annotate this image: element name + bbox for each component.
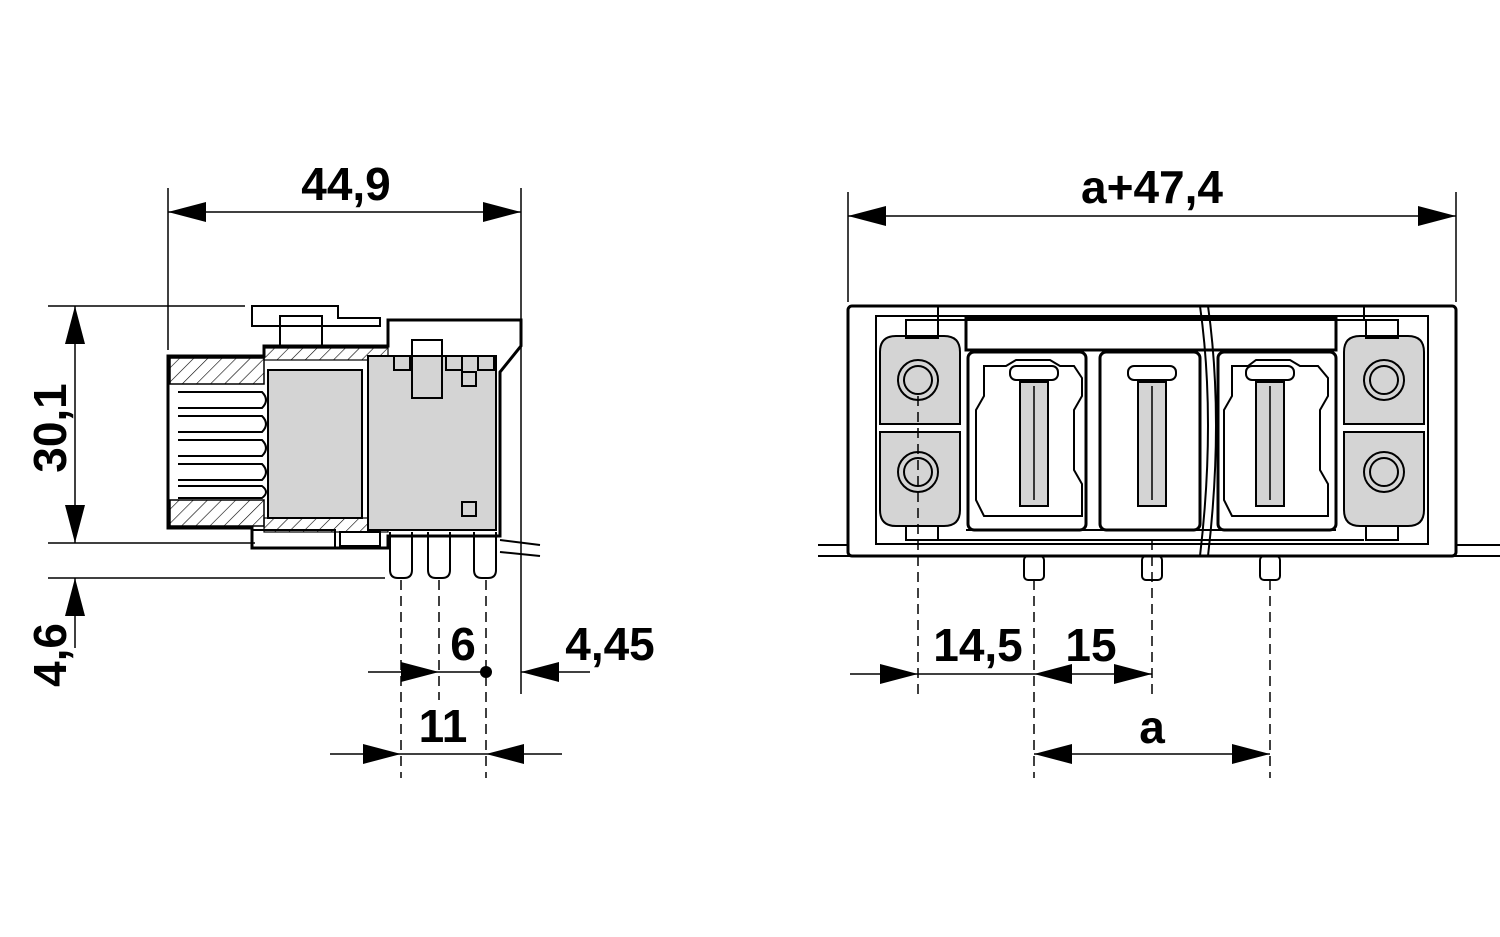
break-line-right bbox=[1207, 305, 1217, 557]
dim-front-pitch: 15 bbox=[1034, 619, 1152, 684]
dim-label-side-offset: 4,45 bbox=[565, 618, 655, 670]
dim-label-front-overall-width: a+47,4 bbox=[1081, 161, 1223, 213]
socket-3 bbox=[1216, 350, 1338, 532]
dim-label-side-span: 11 bbox=[419, 700, 468, 752]
front-housing bbox=[846, 304, 1458, 558]
socket-1 bbox=[966, 350, 1088, 532]
dim-side-offset: 4,45 bbox=[521, 618, 655, 682]
dim-side-pitch: 6 bbox=[368, 618, 492, 682]
dim-label-side-width: 44,9 bbox=[301, 158, 391, 210]
dim-front-first-pin-offset: 14,5 bbox=[850, 619, 1072, 684]
dim-label-side-pitch: 6 bbox=[450, 618, 476, 670]
side-contact-springs bbox=[178, 391, 267, 499]
right-mounting-flange bbox=[1343, 319, 1425, 541]
dim-label-side-height: 30,1 bbox=[24, 383, 76, 473]
side-pins bbox=[389, 532, 497, 579]
dim-front-pin-span: a bbox=[1034, 701, 1270, 764]
dim-label-front-first-pin-offset: 14,5 bbox=[933, 619, 1023, 671]
front-view: a+47,4 bbox=[818, 161, 1500, 778]
side-view: 44,9 30,1 4,6 bbox=[24, 158, 655, 778]
side-connector-body bbox=[166, 305, 541, 557]
dim-side-span: 11 bbox=[330, 700, 562, 764]
socket-2 bbox=[1098, 350, 1202, 532]
dim-side-width: 44,9 bbox=[168, 158, 521, 222]
break-line-left bbox=[1199, 305, 1209, 557]
dim-label-front-pin-span: a bbox=[1139, 701, 1165, 753]
dim-label-side-pin-length: 4,6 bbox=[24, 623, 76, 687]
dim-label-front-pitch: 15 bbox=[1065, 619, 1116, 671]
dim-side-pin-length: 4,6 bbox=[24, 578, 85, 687]
dim-front-overall-width: a+47,4 bbox=[848, 161, 1456, 226]
dim-side-height: 30,1 bbox=[24, 306, 85, 543]
